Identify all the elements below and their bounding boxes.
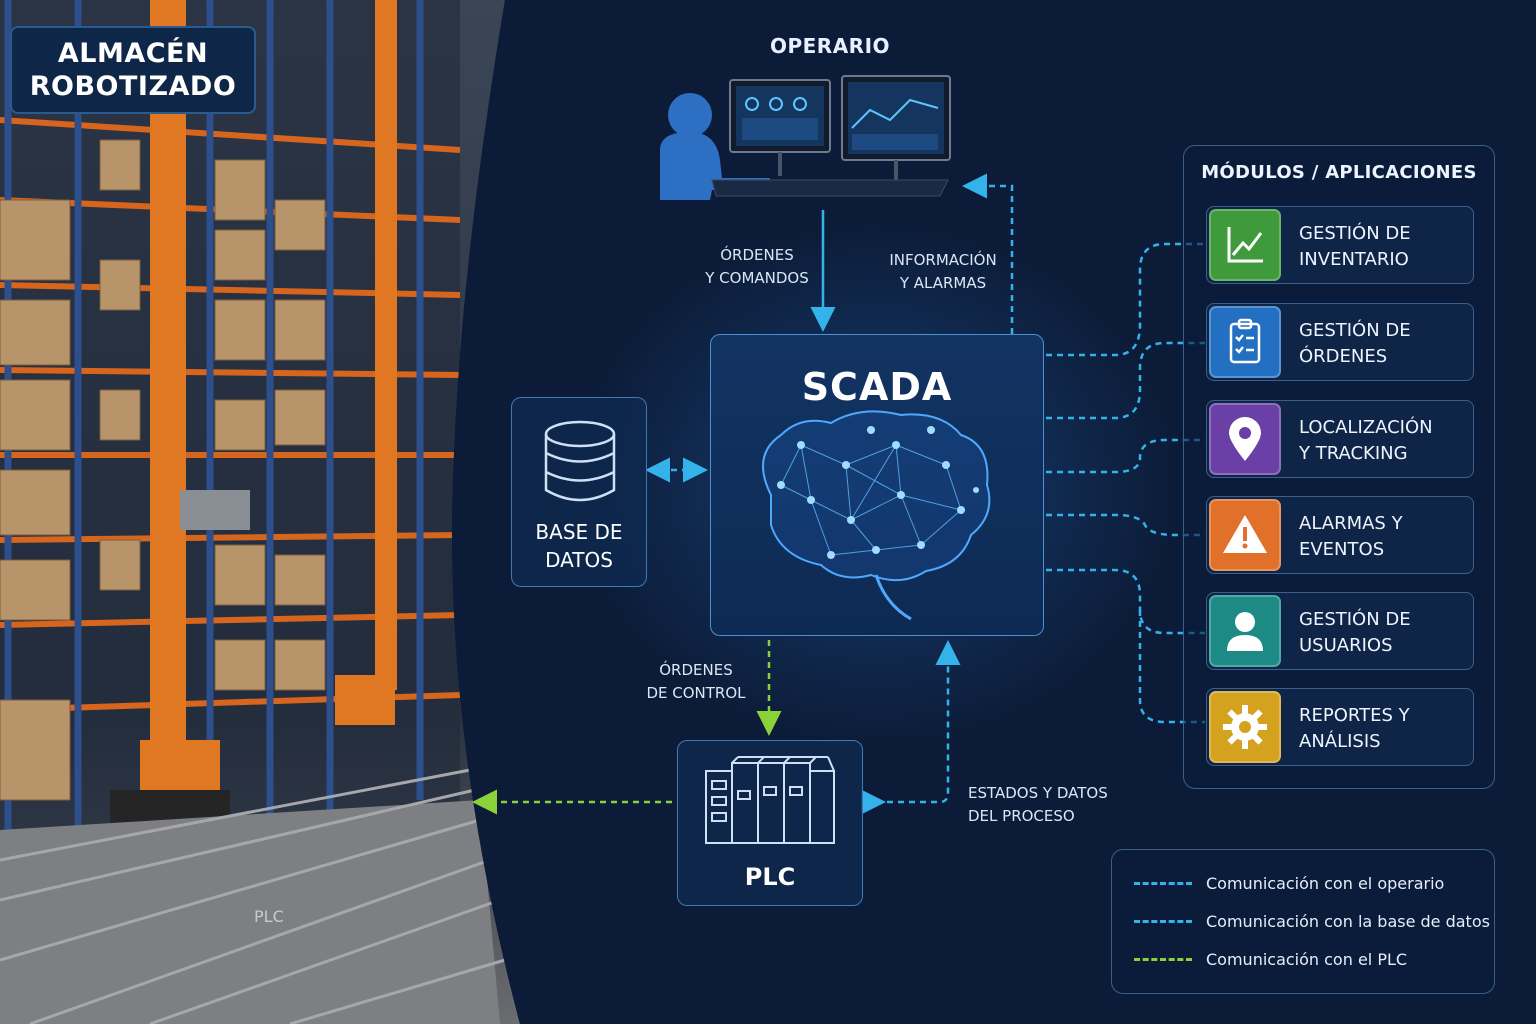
clipboard-icon (1209, 306, 1281, 378)
title-badge: ALMACÉN ROBOTIZADO (10, 26, 256, 114)
title-line-1: ALMACÉN (57, 38, 209, 69)
plc-label: PLC (744, 863, 796, 891)
legend: Comunicación con el operario Comunicació… (1111, 849, 1495, 994)
warning-icon (1209, 499, 1281, 571)
legend-item-database: Comunicación con la base de datos (1134, 909, 1490, 933)
plc-hardware-icon (705, 756, 835, 844)
scada-node[interactable]: SCADA (710, 334, 1044, 636)
chart-icon (1209, 209, 1281, 281)
title-line-2: ROBOTIZADO (29, 71, 237, 102)
floor-rails (0, 768, 506, 1024)
brain-network-icon (762, 410, 991, 621)
legend-item-operator: Comunicación con el operario (1134, 871, 1444, 895)
module-connectors (1046, 242, 1205, 724)
floor-marking: PLC (254, 907, 284, 926)
scada-title: SCADA (801, 365, 953, 409)
legend-item-plc: Comunicación con el PLC (1134, 947, 1407, 971)
legend-line-blue (1134, 919, 1192, 923)
legend-line-green (1134, 957, 1192, 961)
legend-line-blue (1134, 881, 1192, 885)
gear-icon (1209, 691, 1281, 763)
plc-node[interactable]: PLC (677, 740, 863, 906)
database-icon (544, 420, 616, 502)
location-pin-icon (1209, 403, 1281, 475)
operator-label: OPERARIO (769, 34, 891, 58)
monitor-dashboard-icon (711, 75, 951, 197)
modules-title: MÓDULOS / APLICACIONES (1201, 162, 1477, 183)
user-icon (1209, 595, 1281, 667)
